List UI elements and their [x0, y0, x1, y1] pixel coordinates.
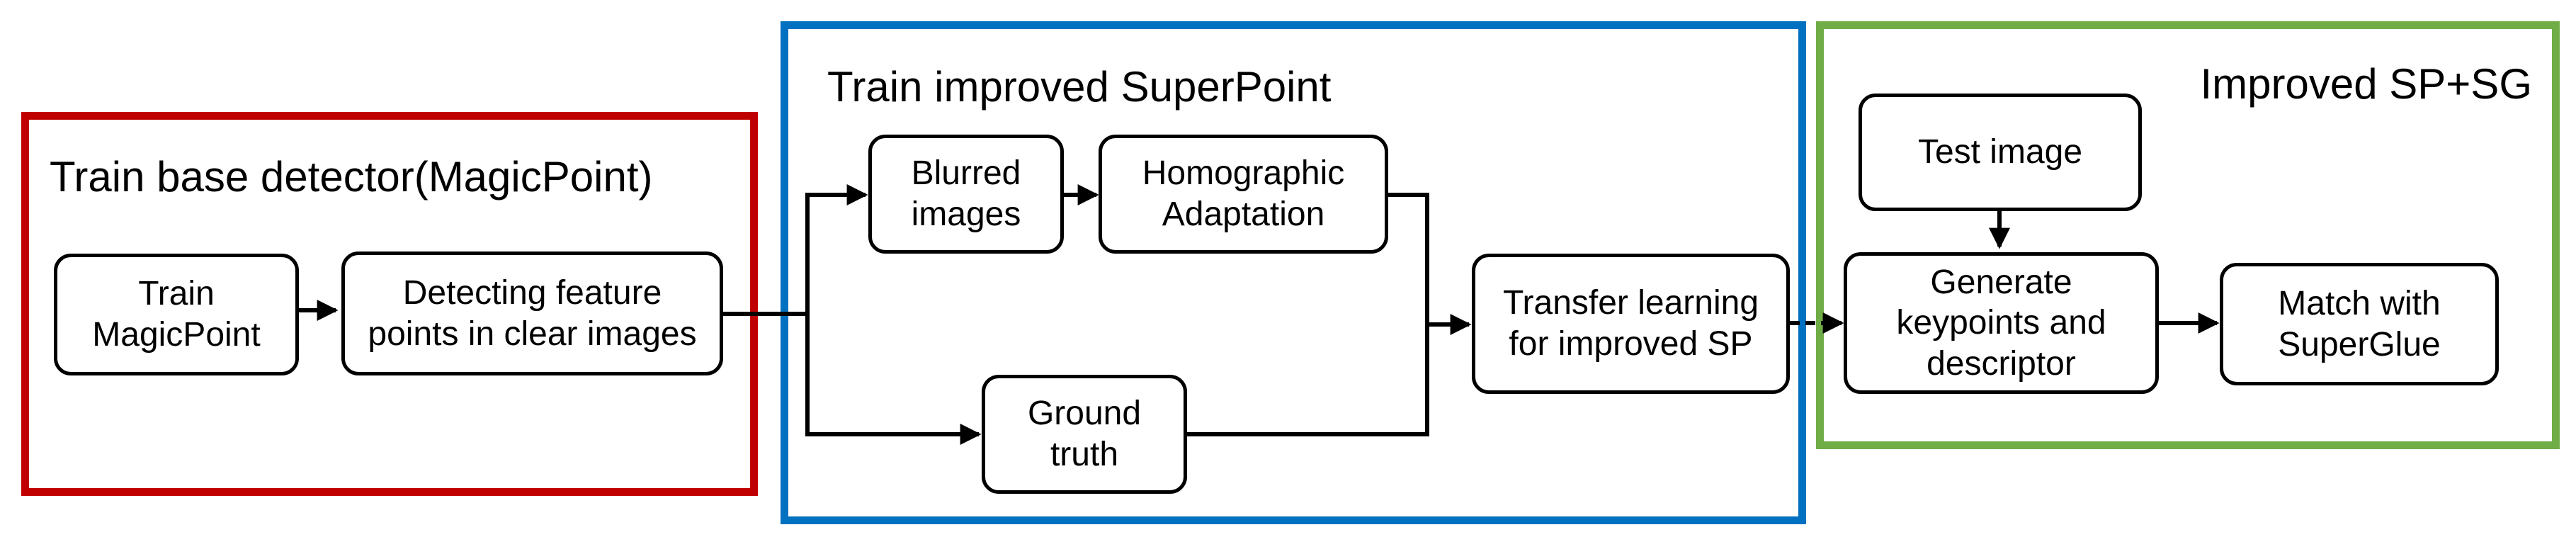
node-label: Test image [1917, 133, 2083, 171]
arrow-detecting-to-ground-truth [805, 314, 982, 445]
group-improved-sp-sg: Improved SP+SG [1816, 21, 2560, 449]
node-label: Detecting feature points in clear images [368, 273, 697, 353]
arrow-homographic-to-transfer [1388, 193, 1472, 335]
node-blurred-images: Blurred images [868, 135, 1064, 254]
arrow-detecting-to-blurred [723, 184, 868, 316]
node-label: Transfer learning for improved SP [1502, 284, 1759, 363]
node-match-superglue: Match with SuperGlue [2220, 263, 2499, 385]
node-test-image: Test image [1859, 94, 2142, 211]
group-title-base-detector: Train base detector(MagicPoint) [50, 153, 653, 200]
node-train-magicpoint: Train MagicPoint [54, 254, 299, 375]
node-label: Train MagicPoint [92, 275, 261, 354]
group-title-improved-sp-sg: Improved SP+SG [2200, 60, 2532, 108]
group-train-improved-superpoint: Train improved SuperPoint [781, 21, 1806, 524]
node-generate-keypoints: Generate keypoints and descriptor [1844, 252, 2159, 394]
node-transfer-learning: Transfer learning for improved SP [1472, 254, 1790, 394]
node-homographic-adaptation: Homographic Adaptation [1099, 135, 1388, 254]
node-label: Blurred images [911, 154, 1021, 233]
node-label: Ground truth [1027, 395, 1142, 473]
node-ground-truth: Ground truth [982, 375, 1187, 494]
arrow-ground-truth-to-transfer [1187, 324, 1429, 436]
group-train-base-detector: Train base detector(MagicPoint) [21, 112, 758, 496]
node-label: Match with SuperGlue [2278, 284, 2441, 363]
group-title-improved-superpoint: Train improved SuperPoint [827, 63, 1332, 111]
node-label: Generate keypoints and descriptor [1896, 263, 2106, 383]
node-label: Homographic Adaptation [1142, 154, 1345, 233]
node-detecting-feature-points: Detecting feature points in clear images [341, 251, 723, 375]
